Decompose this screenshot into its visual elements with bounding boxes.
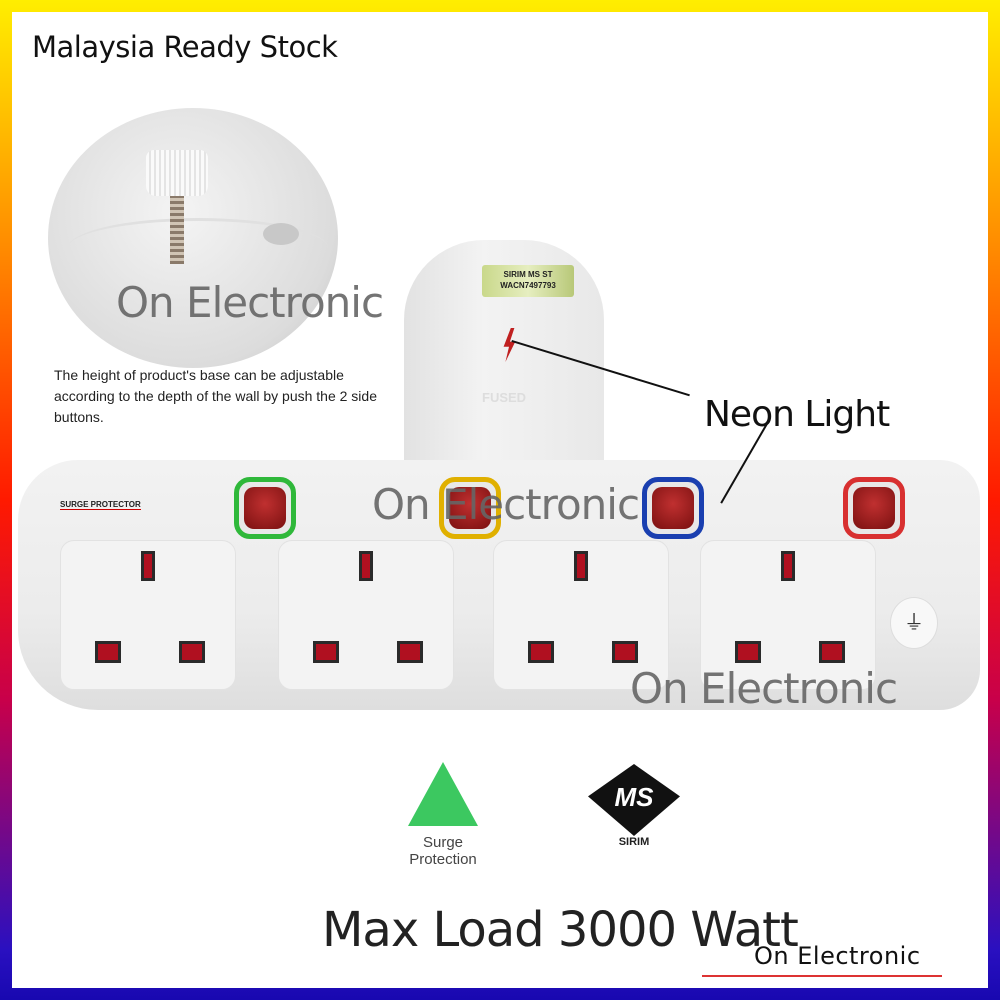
base-hole [263, 223, 299, 245]
screw [170, 196, 184, 264]
socket [700, 540, 876, 690]
fused-label: FUSED [482, 390, 527, 405]
neon-light-label: Neon Light [704, 394, 890, 435]
switch-3 [439, 477, 501, 539]
base-adjust-inset [48, 108, 338, 368]
watermark: On Electronic [630, 664, 898, 713]
adjust-knob [146, 150, 208, 196]
earth-icon: ⏚ [890, 597, 938, 649]
sticker-right: ST [542, 270, 553, 279]
logo-underline [702, 975, 942, 977]
sticker-center: MS [528, 270, 540, 279]
socket [278, 540, 454, 690]
inset-description: The height of product's base can be adju… [54, 367, 377, 425]
switch-2 [642, 477, 704, 539]
product-image: Malaysia Ready Stock On Electronic The h… [12, 12, 988, 988]
surge-protection-icon [408, 762, 478, 826]
surge-protection-label: Surge Protection [409, 834, 477, 868]
ms-mark: MS [614, 782, 654, 812]
neon-bolt-icon [503, 328, 516, 362]
socket [60, 540, 236, 690]
base-ledge [68, 218, 328, 278]
brand-logo: On Electronic [754, 942, 921, 970]
watermark: On Electronic [116, 278, 384, 327]
sirim-ms-logo: MS [588, 764, 680, 836]
sticker-serial: WACN7497793 [500, 281, 556, 290]
ready-stock-title: Malaysia Ready Stock [32, 30, 338, 64]
surge-protector-label: SURGE PROTECTOR [60, 500, 141, 510]
watermark: On Electronic [372, 480, 640, 529]
socket [493, 540, 669, 690]
switch-1 [843, 477, 905, 539]
max-load-text: Max Load 3000 Watt [322, 902, 799, 958]
sirim-label: SIRIM [618, 836, 650, 848]
sticker-left: SIRIM [503, 270, 526, 279]
switch-4 [234, 477, 296, 539]
sirim-sticker: SIRIM MS ST WACN7497793 [482, 265, 574, 297]
